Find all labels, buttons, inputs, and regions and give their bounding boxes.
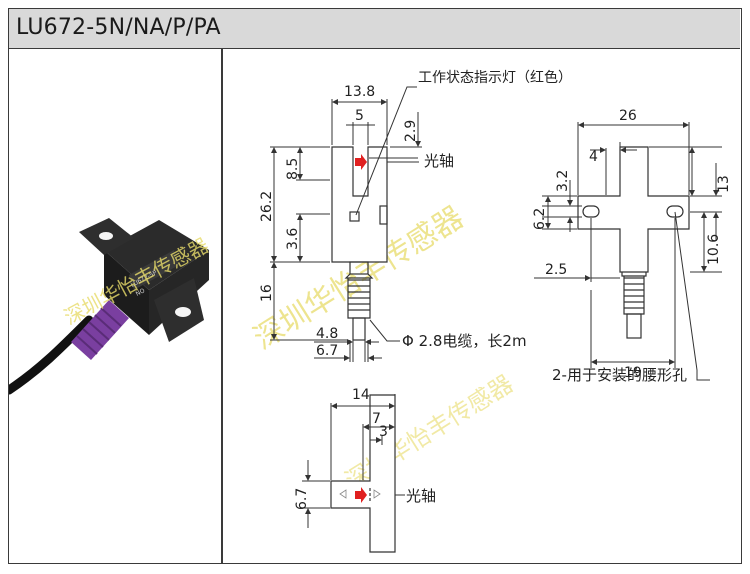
top-axis-label: 光轴 <box>406 487 436 505</box>
dimension-drawing: 深圳华怡丰传感器 深圳华怡丰传感器 <box>222 50 740 563</box>
front-dim-cable: 16 <box>259 284 275 302</box>
mount-hole-left <box>99 232 113 240</box>
front-dim-height: 26.2 <box>259 191 275 222</box>
photo-label-mode: NO <box>135 287 147 298</box>
slot-label: 2-用于安装的腰形孔 <box>552 366 687 384</box>
front-dim-cable-w1: 4.8 <box>316 326 338 342</box>
sensor-body: LU672-5P NO <box>79 218 209 342</box>
front-dim-width: 13.8 <box>344 84 375 100</box>
panel-divider <box>221 49 223 563</box>
top-dim-mid: 7 <box>372 411 381 427</box>
front-dim-slot: 5 <box>355 108 364 124</box>
top-dim-gap: 3 <box>379 424 388 440</box>
cable-label: Φ 2.8电缆，长2m <box>402 332 527 350</box>
front-dim-hole: 3.6 <box>285 228 301 250</box>
side-dim-left: 2.5 <box>545 262 567 278</box>
front-dim-top: 2.9 <box>403 120 419 142</box>
front-axis-label: 光轴 <box>424 152 454 170</box>
side-dim-width: 26 <box>619 108 637 124</box>
side-dim-ear: 3.2 <box>555 170 571 192</box>
title-bar: LU672-5N/NA/P/PA <box>9 9 740 49</box>
cable <box>4 315 94 395</box>
side-dim-offset: 4 <box>589 149 598 165</box>
side-view <box>577 146 690 339</box>
spec-sheet: LU672-5N/NA/P/PA <box>4 8 742 564</box>
side-dim-height: 10.6 <box>706 234 722 265</box>
top-dim-width: 14 <box>352 387 370 403</box>
cable-boot <box>71 300 129 360</box>
top-dim-thick: 6.7 <box>294 488 310 510</box>
front-dim-axis: 8.5 <box>285 158 301 180</box>
top-axis-arrow <box>355 487 367 503</box>
product-title: LU672-5N/NA/P/PA <box>16 15 221 40</box>
drawing-canvas: 深圳华怡丰传感器 深圳华怡丰传感器 <box>248 69 732 553</box>
light-axis-arrow <box>355 154 367 170</box>
sensor-photo-illustration: LU672-5P NO 深圳华怡丰传感器 <box>4 218 213 395</box>
product-photo: LU672-5P NO 深圳华怡丰传感器 <box>4 50 220 563</box>
side-dim-hole: 6.2 <box>532 208 548 230</box>
mount-hole-right <box>175 307 191 317</box>
side-dim-pitch: 19 <box>624 365 642 381</box>
indicator-label: 工作状态指示灯（红色） <box>418 69 572 86</box>
top-view <box>330 394 396 553</box>
front-view <box>331 146 388 341</box>
side-dim-height-top: 13 <box>716 175 732 193</box>
front-dim-cable-w2: 6.7 <box>316 343 338 359</box>
